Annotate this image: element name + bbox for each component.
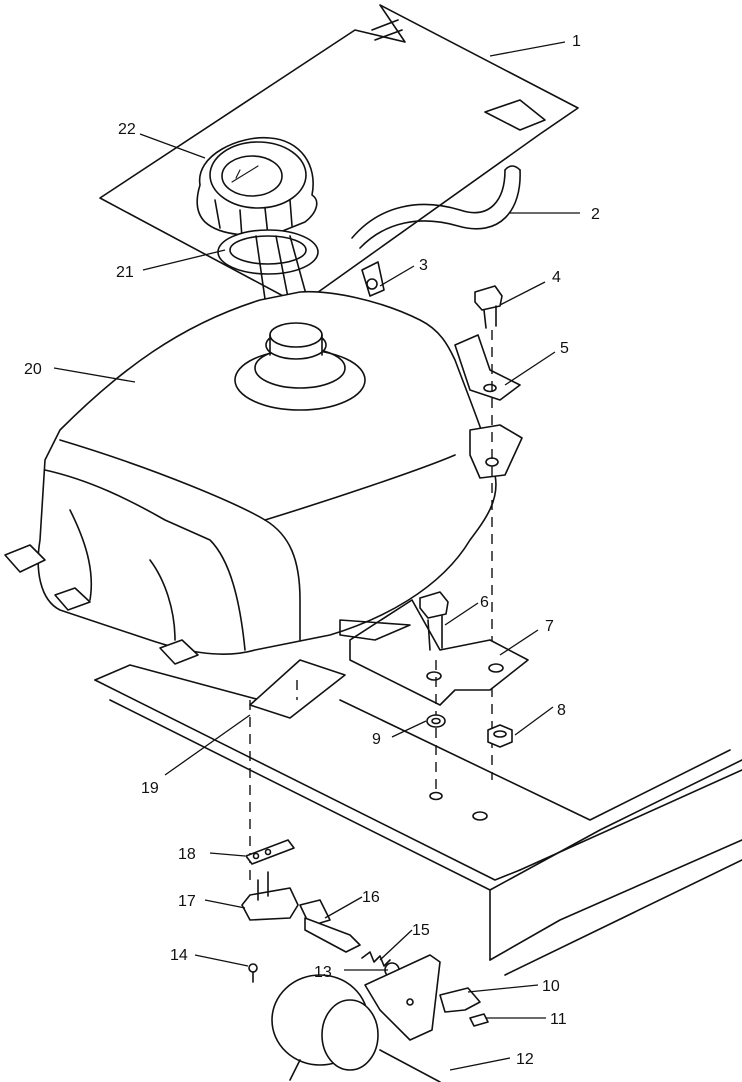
callout-9: 9 <box>372 731 381 748</box>
callout-2: 2 <box>591 206 600 223</box>
valve-spring <box>361 951 391 967</box>
callout-5: 5 <box>560 340 569 357</box>
vent-fitting <box>361 261 385 297</box>
callout-7: 7 <box>545 618 554 635</box>
callout-4: 4 <box>552 269 561 286</box>
fuel-valve <box>241 839 361 983</box>
callout-17: 17 <box>178 893 196 910</box>
callout-16: 16 <box>362 889 380 906</box>
callout-14: 14 <box>170 947 188 964</box>
knob-screw <box>469 1013 489 1027</box>
vent-hose <box>351 165 521 249</box>
mounting-plate <box>364 954 441 1041</box>
valve-knob <box>439 987 481 1013</box>
bolt-4 <box>474 285 503 780</box>
callout-10: 10 <box>542 978 560 995</box>
mounting-bracket <box>454 334 521 401</box>
callout-15: 15 <box>412 922 430 939</box>
callouts: 1 2 3 4 5 6 7 8 9 10 11 12 13 14 15 16 1… <box>24 33 600 1068</box>
callout-1: 1 <box>572 33 581 50</box>
callout-19: 19 <box>141 780 159 797</box>
callout-13: 13 <box>314 964 332 981</box>
callout-18: 18 <box>178 846 196 863</box>
frame <box>94 664 742 976</box>
cover-plate <box>99 4 579 306</box>
fuel-cap <box>196 136 318 239</box>
fuel-tank <box>4 290 523 665</box>
washer <box>426 714 446 728</box>
bolt-6 <box>419 591 449 790</box>
callout-6: 6 <box>480 594 489 611</box>
pad <box>249 659 346 880</box>
callout-3: 3 <box>419 257 428 274</box>
callout-8: 8 <box>557 702 566 719</box>
callout-22: 22 <box>118 121 136 138</box>
nut <box>487 724 513 748</box>
callout-12: 12 <box>516 1051 534 1068</box>
callout-11: 11 <box>550 1011 567 1028</box>
leader-lines <box>53 41 580 1071</box>
bottom-bracket <box>339 599 529 706</box>
callout-20: 20 <box>24 361 42 378</box>
callout-21: 21 <box>116 264 134 281</box>
shift-lever <box>271 974 441 1082</box>
